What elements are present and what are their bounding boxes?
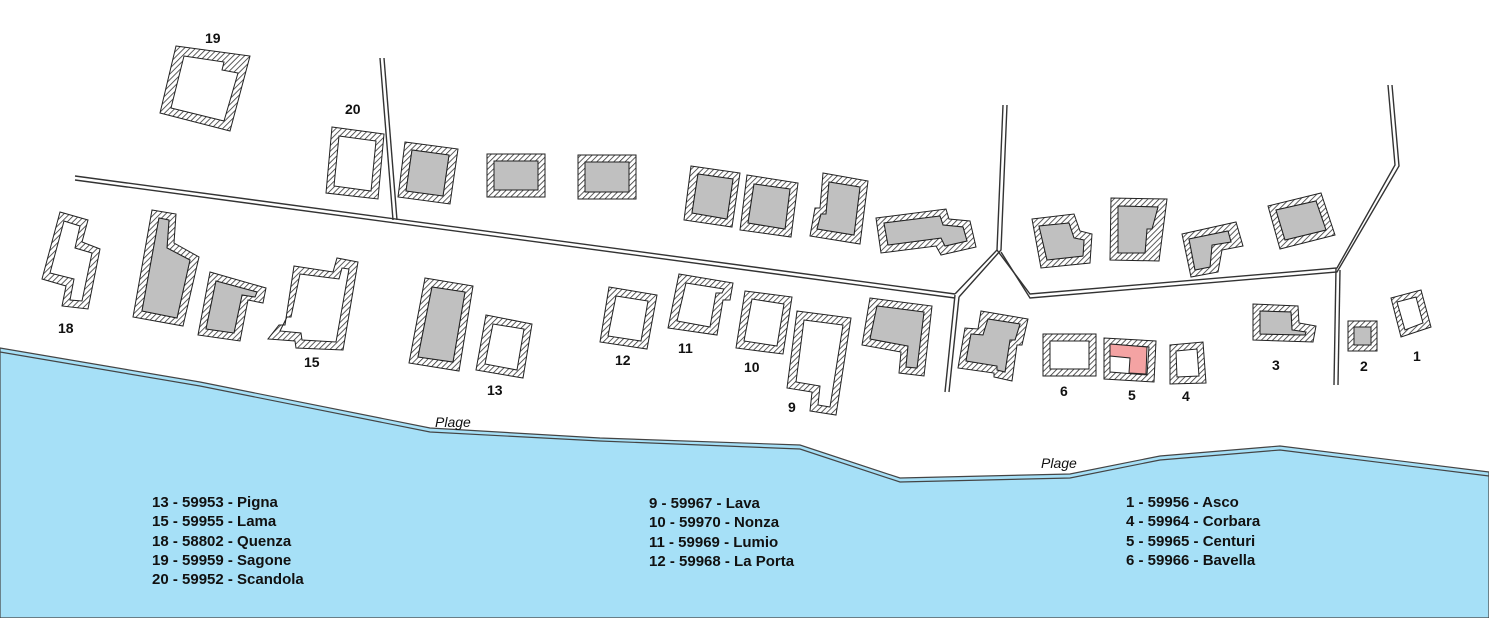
legend-item: 6 - 59966 - Bavella — [1126, 551, 1256, 569]
building — [747, 183, 791, 230]
legend-left: 13 - 59953 - Pigna 15 - 59955 - Lama 18 … — [152, 493, 304, 589]
building — [584, 161, 630, 193]
building — [417, 286, 466, 363]
lot-label-18: 18 — [58, 320, 74, 336]
legend-item: 13 - 59953 - Pigna — [152, 494, 278, 511]
building — [883, 215, 968, 247]
lot-11 — [667, 273, 734, 336]
lot-label-1: 1 — [1413, 348, 1421, 364]
building — [1117, 205, 1159, 254]
lot-label-10: 10 — [744, 359, 760, 375]
beach-line — [0, 351, 1489, 483]
legend-right: 1 - 59956 - Asco 4 - 59964 - Corbara 5 -… — [1126, 493, 1260, 570]
lot-label-4: 4 — [1182, 388, 1190, 404]
building — [1188, 230, 1232, 271]
legend-item: 12 - 59968 - La Porta — [649, 552, 795, 570]
lot-label-12: 12 — [615, 352, 631, 368]
building — [1353, 326, 1372, 346]
beach-label-west: Plage — [435, 414, 471, 430]
lot-label-20: 20 — [345, 101, 361, 117]
lot-label-3: 3 — [1272, 357, 1280, 373]
lot-label-15: 15 — [304, 354, 320, 370]
building — [493, 160, 539, 191]
lot-15 — [267, 257, 359, 351]
lot-1 — [1390, 289, 1432, 338]
building — [691, 173, 734, 220]
lot-19 — [159, 45, 251, 132]
legend-item: 11 - 59969 - Lumio — [649, 533, 779, 551]
lot-label-6: 6 — [1060, 383, 1068, 399]
legend-middle: 9 - 59967 - Lava 10 - 59970 - Nonza 11 -… — [649, 494, 794, 571]
road-network — [74, 57, 1400, 393]
building — [205, 280, 258, 334]
lot-10 — [735, 290, 793, 355]
lot-5 — [1103, 337, 1157, 383]
lot-label-11: 11 — [678, 340, 693, 356]
legend-item: 18 - 58802 - Quenza — [152, 532, 292, 550]
lot-label-9: 9 — [788, 399, 796, 415]
legend-item: 1 - 59956 - Asco — [1126, 494, 1239, 511]
building — [816, 181, 861, 236]
building — [1038, 222, 1085, 261]
lot-label-5: 5 — [1128, 387, 1136, 403]
lot-5-highlight — [1109, 343, 1148, 375]
legend-item: 9 - 59967 - Lava — [649, 495, 760, 512]
building — [1275, 200, 1327, 241]
lot-6 — [1042, 333, 1097, 377]
lot-4 — [1169, 341, 1207, 385]
building — [405, 149, 450, 197]
building — [1259, 310, 1307, 336]
building — [965, 318, 1021, 373]
legend-item: 4 - 59964 - Corbara — [1126, 513, 1261, 531]
lot-labels: 19 20 18 15 13 12 11 10 9 6 5 4 3 2 1 — [58, 30, 1421, 415]
lot-18 — [41, 211, 101, 310]
lot-12 — [599, 286, 658, 350]
legend-item: 10 - 59970 - Nonza — [649, 514, 780, 532]
legend-item: 19 - 59959 - Sagone — [152, 551, 292, 569]
legend-item: 20 - 59952 - Scandola — [152, 571, 304, 589]
beach-label-east: Plage — [1041, 455, 1077, 471]
lot-9 — [786, 310, 852, 416]
building — [141, 217, 191, 319]
legend-item: 5 - 59965 - Centuri — [1126, 532, 1256, 550]
building — [869, 305, 925, 369]
lot-13 — [475, 314, 533, 379]
lot-label-19: 19 — [205, 30, 221, 46]
lot-label-2: 2 — [1360, 358, 1368, 374]
building-footprints — [41, 45, 1432, 416]
lot-label-13: 13 — [487, 382, 503, 398]
legend-item: 15 - 59955 - Lama — [152, 513, 277, 531]
lot-20 — [325, 126, 385, 200]
sea — [0, 347, 1489, 618]
